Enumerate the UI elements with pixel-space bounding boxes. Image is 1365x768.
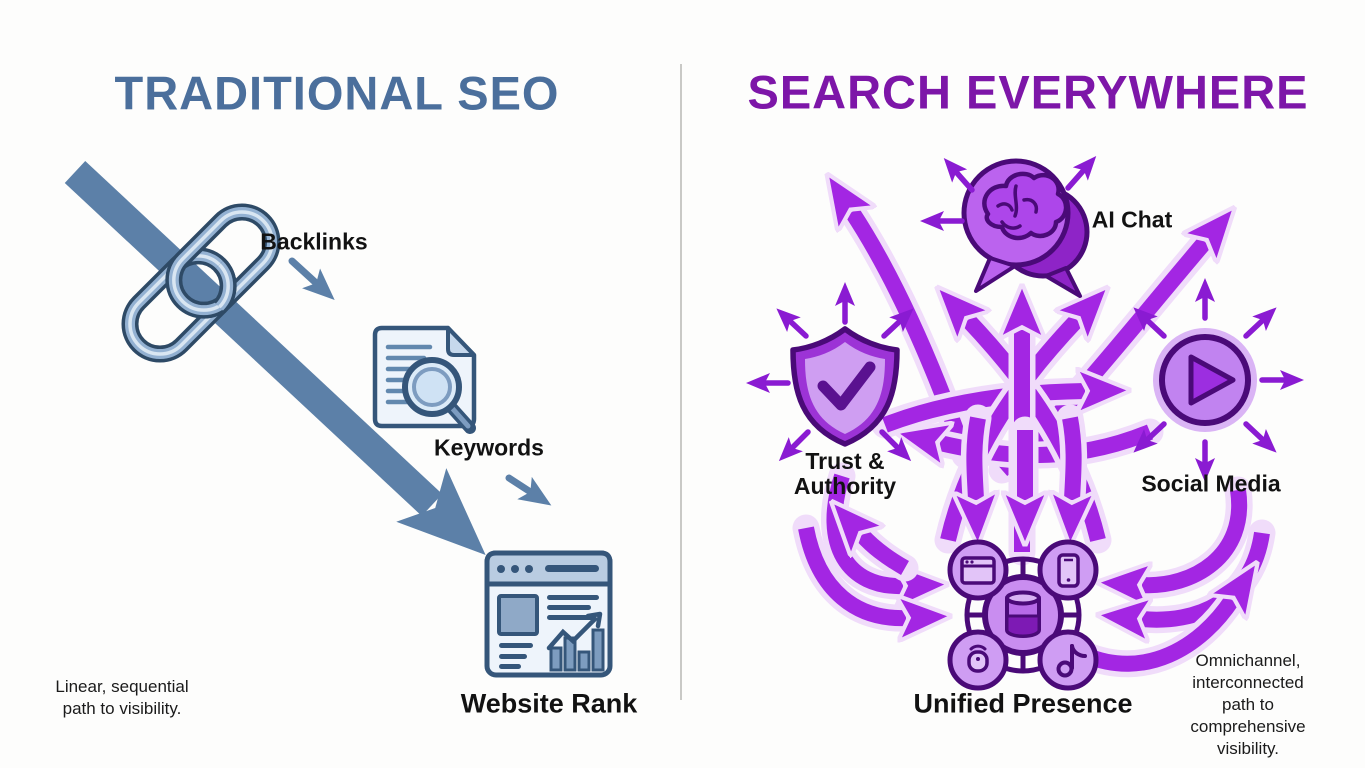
label-unified-presence: Unified Presence	[913, 688, 1133, 719]
mini-tiktok-icon	[1037, 629, 1099, 691]
right-panel-title: SEARCH EVERYWHERE	[747, 65, 1309, 119]
backlinks-step-arrow	[288, 257, 335, 300]
right-panel-caption: Omnichannel, interconnected path to comp…	[1190, 651, 1306, 758]
shield-check-icon	[790, 326, 900, 447]
mini-browser-icon	[947, 539, 1009, 601]
play-button-icon	[1153, 328, 1257, 432]
label-website-rank: Website Rank	[460, 688, 638, 719]
document-magnifier-icon	[372, 325, 477, 434]
omnichannel-arrow-tangle	[792, 212, 1276, 678]
left-panel-caption: Linear, sequential path to visibility.	[55, 677, 189, 718]
device-network-icon	[947, 539, 1099, 691]
mini-voice-assistant-icon	[947, 629, 1009, 691]
brain-chat-bubble-icon	[961, 158, 1090, 298]
keywords-step-arrow	[505, 474, 552, 506]
label-keywords: Keywords	[434, 434, 544, 461]
social-media-radiating-arrows	[1133, 278, 1304, 482]
linear-path-arrow	[64, 161, 486, 556]
label-social-media: Social Media	[1141, 470, 1281, 497]
shield-radiating-arrows	[746, 282, 914, 462]
label-ai-chat: AI Chat	[1091, 206, 1173, 233]
ai-chat-radiating-arrows	[920, 156, 1097, 231]
left-panel-title: TRADITIONAL SEO	[114, 66, 560, 120]
browser-analytics-icon	[484, 550, 613, 678]
label-trust-authority: Trust & Authority	[793, 448, 897, 499]
panel-divider	[680, 64, 682, 700]
mini-phone-icon	[1037, 539, 1099, 601]
label-backlinks: Backlinks	[260, 228, 368, 255]
